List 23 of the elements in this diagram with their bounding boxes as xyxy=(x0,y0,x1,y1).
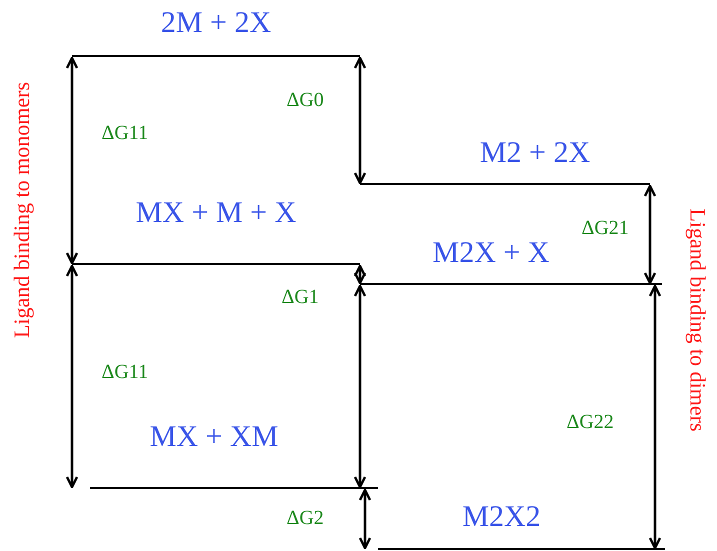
axis-label: Ligand binding to monomers xyxy=(11,82,34,338)
edge-label: ΔG11 xyxy=(102,361,148,383)
edge-label: ΔG1 xyxy=(282,286,319,308)
double-arrow xyxy=(354,284,366,488)
level-label: M2 + 2X xyxy=(478,136,592,170)
edge-label: ΔG21 xyxy=(582,217,629,239)
level-label: MX + M + X xyxy=(134,196,298,230)
edge-label: ΔG11 xyxy=(102,122,148,144)
double-arrow xyxy=(648,284,662,550)
double-arrow xyxy=(66,264,78,488)
level-label: 2M + 2X xyxy=(160,6,272,40)
double-arrow xyxy=(66,56,78,264)
level-label: M2X + X xyxy=(432,236,550,270)
double-arrow xyxy=(354,264,366,284)
double-arrow xyxy=(358,488,372,550)
level-label: MX + XM xyxy=(148,420,280,454)
double-arrow xyxy=(354,56,366,184)
edge-label: ΔG2 xyxy=(286,507,324,529)
level-label: M2X2 xyxy=(461,500,542,534)
edge-label: ΔG0 xyxy=(286,89,324,111)
double-arrow xyxy=(644,184,656,284)
axis-label: Ligand binding to dimers xyxy=(686,208,708,432)
edge-label: ΔG22 xyxy=(566,411,614,433)
